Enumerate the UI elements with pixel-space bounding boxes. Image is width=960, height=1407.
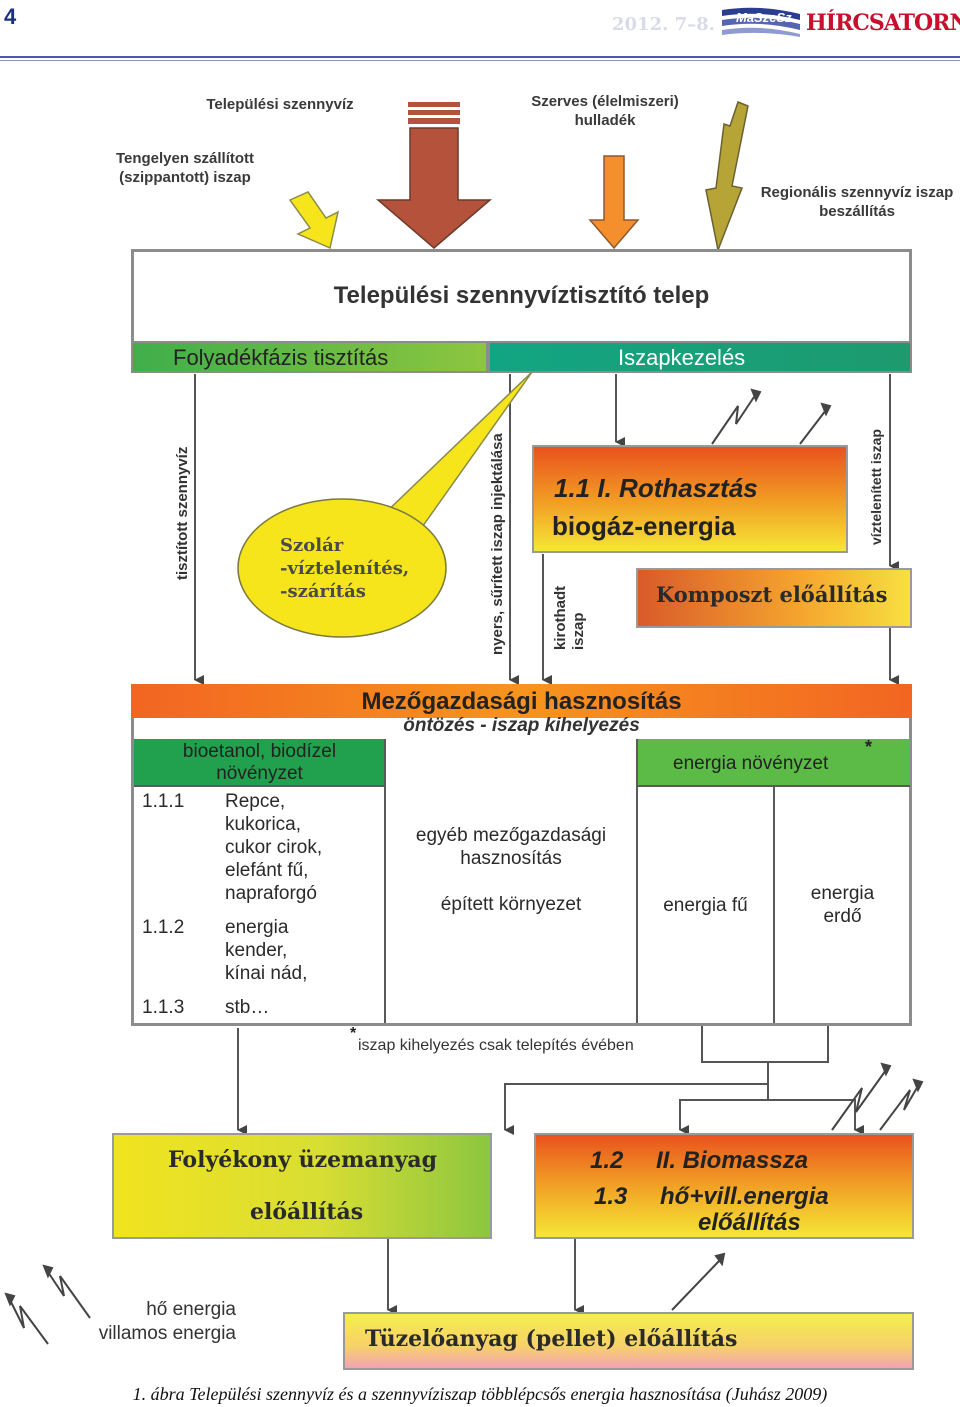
crop-item-3-num: 1.1.3 — [142, 997, 185, 1018]
crop-item-2-num: 1.1.2 — [142, 917, 185, 938]
solar-line-2: -víztelenítés, — [280, 558, 410, 579]
digestion-subtitle: biogáz-energia — [552, 511, 736, 541]
energy-crops-asterisk: * — [865, 737, 873, 757]
crop-line: energia — [225, 917, 289, 938]
biofuel-head-line-1: bioetanol, biodízel — [182, 741, 337, 762]
agriculture-title: Mezőgazdasági hasznosítás — [361, 688, 682, 715]
crop-item-3-list: stb… — [225, 997, 270, 1018]
energy-forest-line-1: energia — [810, 883, 875, 904]
divider-bio — [134, 785, 384, 787]
solar-line-1: Szolár — [280, 535, 344, 556]
solar-line-3: -szárítás — [280, 581, 366, 602]
orange-arrow-icon — [588, 155, 640, 250]
figure-caption: 1. ábra Települési szennyvíz és a szenny… — [132, 1384, 828, 1404]
compost-label: Komposzt előállítás — [656, 582, 888, 607]
crop-line: kínai nád, — [225, 963, 308, 984]
issue-date: 2012. 7–8. — [612, 14, 715, 35]
energy-forest-line-2: erdő — [823, 906, 862, 927]
footnote-text: iszap kihelyezés csak telepítés évében — [358, 1037, 634, 1054]
digestion-box: 1.1 I. Rothasztás biogáz-energia — [532, 445, 848, 553]
other-use-line-1: egyéb mezőgazdasági — [415, 825, 607, 846]
crop-line: kukorica, — [225, 814, 302, 835]
biomass-energy-lightning-icon — [831, 1062, 924, 1131]
biomass-box: 1.2 II. Biomassza 1.3 hő+vill.energia el… — [534, 1133, 914, 1239]
page-number: 4 — [4, 4, 17, 29]
header-rule — [0, 56, 960, 58]
yellow-arrow-icon — [288, 191, 340, 250]
biomass-num-1: 1.2 — [590, 1147, 624, 1174]
footnote-asterisk: * — [350, 1025, 357, 1042]
crop-line: Repce, — [225, 791, 286, 812]
compost-box: Komposzt előállítás — [636, 568, 912, 628]
header-rule-thin — [0, 60, 960, 61]
crop-line: cukor cirok, — [225, 837, 323, 858]
divider-1 — [384, 739, 386, 1023]
crop-item-1-list: Repce, kukorica, cukor cirok, elefánt fű… — [225, 790, 322, 905]
label-dewatered-sludge: víztelenített iszap — [868, 429, 884, 545]
solar-bubble — [237, 498, 447, 638]
pellet-label: Tüzelőanyag (pellet) előállítás — [365, 1326, 738, 1352]
heat-electric-lightning-icon — [4, 1264, 91, 1345]
maszesz-logo — [722, 7, 800, 37]
crop-line: kender, — [225, 940, 288, 961]
label-digested-sludge: kirothadt iszap — [552, 585, 587, 650]
energy-crops-header: energia növényzet * — [637, 737, 910, 785]
wastewater-arrow-icon — [375, 102, 493, 249]
other-use-line-2: hasznosítás — [460, 848, 562, 869]
liquid-fuel-title: Folyékony üzemanyag — [168, 1147, 438, 1173]
middle-flow-lines — [194, 371, 899, 685]
logo-text: MaSzeSz — [736, 10, 792, 25]
energy-lightning-icon — [711, 388, 832, 445]
pellet-box: Tüzelőanyag (pellet) előállítás — [343, 1312, 914, 1370]
publication-title: HÍRCSATORNA — [806, 10, 960, 36]
digestion-title: 1.1 I. Rothasztás — [554, 473, 758, 503]
biofuel-crops-header: bioetanol, biodízel növényzet — [134, 739, 385, 785]
crop-item-1-num: 1.1.1 — [142, 791, 185, 812]
energy-forest: energia erdő — [775, 882, 910, 928]
energy-crops-label: energia növényzet — [673, 753, 829, 774]
label-trucked-sludge: Tengelyen szállított (szippantott) iszap — [115, 150, 255, 186]
heat-energy-label: hő energia — [146, 1299, 236, 1320]
liquid-fuel-subtitle: előállítás — [250, 1199, 364, 1225]
olive-arrow-icon — [705, 101, 749, 253]
biofuel-head-line-2: növényzet — [216, 763, 303, 784]
agriculture-subtitle: öntözés - iszap kihelyezés — [403, 715, 640, 736]
label-municipal-wastewater: Települési szennyvíz — [206, 96, 354, 113]
liquid-phase-label: Folyadékfázis tisztítás — [173, 345, 389, 370]
crop-line: napraforgó — [225, 883, 317, 904]
plant-title: Települési szennyvíztisztító telep — [333, 282, 710, 309]
label-treated-wastewater: tisztított szennyvíz — [174, 446, 191, 580]
divider-3 — [773, 785, 775, 1023]
label-raw-sludge-injection: nyers, sűrített iszap injektálása — [489, 433, 506, 655]
label-regional-sludge: Regionális szennyvíz iszap beszállítás — [760, 184, 954, 220]
divider-2 — [636, 739, 638, 1023]
pellet-energy-arrow-icon — [671, 1252, 726, 1311]
label-organic-waste: Szerves (élelmiszeri) hulladék — [531, 93, 679, 129]
liquid-fuel-box: Folyékony üzemanyag előállítás — [112, 1133, 492, 1239]
energy-output-labels: hő energia villamos energia — [62, 1298, 236, 1346]
solar-bubble-text: Szolár -víztelenítés, -szárítás — [280, 534, 409, 603]
biomass-label-2: hő+vill.energia — [660, 1183, 829, 1210]
crop-line: elefánt fű, — [225, 860, 309, 881]
energy-grass: energia fű — [663, 895, 748, 916]
divider-energy — [637, 785, 910, 787]
sludge-treatment-band: Iszapkezelés — [488, 341, 912, 373]
electric-energy-label: villamos energia — [98, 1323, 236, 1344]
sludge-treatment-label: Iszapkezelés — [618, 345, 746, 370]
built-environment: épített környezet — [440, 894, 582, 915]
liquid-phase-band: Folyadékfázis tisztítás — [131, 341, 488, 373]
biomass-num-2: 1.3 — [594, 1183, 628, 1210]
biomass-label-3: előállítás — [698, 1209, 801, 1236]
lower-flow-lines — [237, 1026, 924, 1315]
other-use-text: egyéb mezőgazdasági hasznosítás — [386, 824, 636, 870]
biomass-label-1: II. Biomassza — [656, 1147, 809, 1174]
crop-item-2-list: energia kender, kínai nád, — [225, 916, 307, 985]
agriculture-title-band: Mezőgazdasági hasznosítás — [131, 684, 912, 718]
input-arrows — [288, 101, 749, 253]
